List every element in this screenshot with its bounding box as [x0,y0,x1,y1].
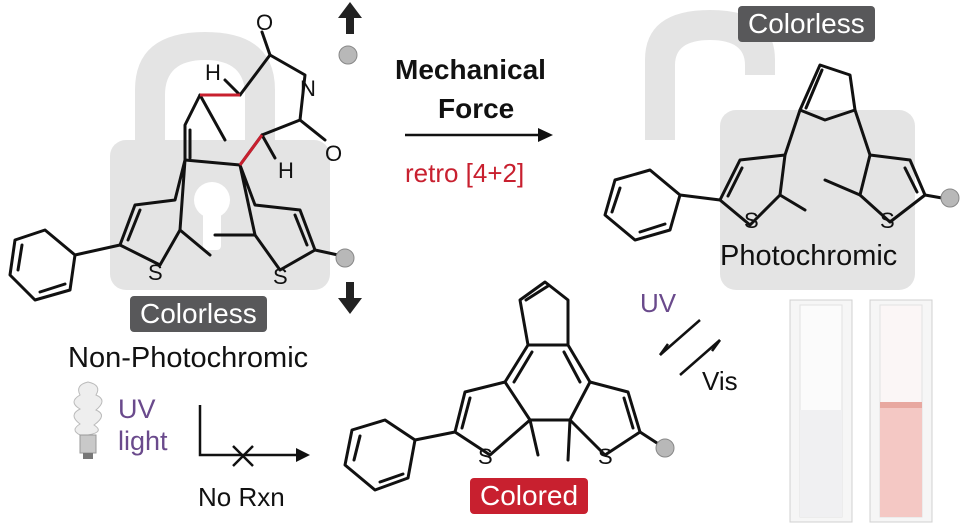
non-photochromic-label: Non-Photochromic [68,342,309,374]
polymer-bead-icon [335,248,355,268]
uv-light-label-1: UV [118,394,156,424]
unlock-icon [645,10,915,290]
equilibrium-arrows [658,319,722,376]
photochromic-label: Photochromic [720,240,898,272]
vis-arrow-label: Vis [702,366,738,396]
atom-sulfur: S [478,444,493,469]
force-arrow-up-icon [338,2,362,34]
polymer-bead-icon [940,188,960,208]
atom-nitrogen: N [300,76,316,101]
uv-light-label-2: light [118,426,168,456]
lightbulb-icon [73,381,103,459]
atom-oxygen: O [256,10,274,35]
force-label: Force [438,93,515,124]
reaction-arrow [405,128,553,142]
atom-sulfur: S [744,208,759,233]
no-rxn-label: No Rxn [198,482,285,512]
atom-sulfur: S [598,444,613,469]
colorless-badge-left: Colorless [130,296,267,332]
polymer-bead-icon [655,438,675,458]
colored-structure [343,280,662,492]
photochromic-structure [603,63,944,242]
retro-bonds [200,93,264,166]
atom-oxygen: O [325,141,343,166]
uv-arrow-label: UV [640,288,677,318]
atom-sulfur: S [273,264,288,289]
cuvette-icon [789,299,853,523]
mechanical-label: Mechanical [395,54,546,85]
no-reaction-arrow [198,405,310,467]
atom-sulfur: S [880,208,895,233]
atom-hydrogen: H [278,158,294,183]
colored-badge: Colored [470,478,589,514]
force-arrow-down-icon [338,282,362,314]
keyhole-icon [194,182,230,250]
retro-label: retro [4+2] [405,158,525,188]
atom-sulfur: S [148,260,163,285]
atom-hydrogen: H [205,60,221,85]
cuvette-icon [869,299,933,523]
polymer-bead-icon [338,45,358,65]
colorless-badge-right: Colorless [738,6,875,42]
